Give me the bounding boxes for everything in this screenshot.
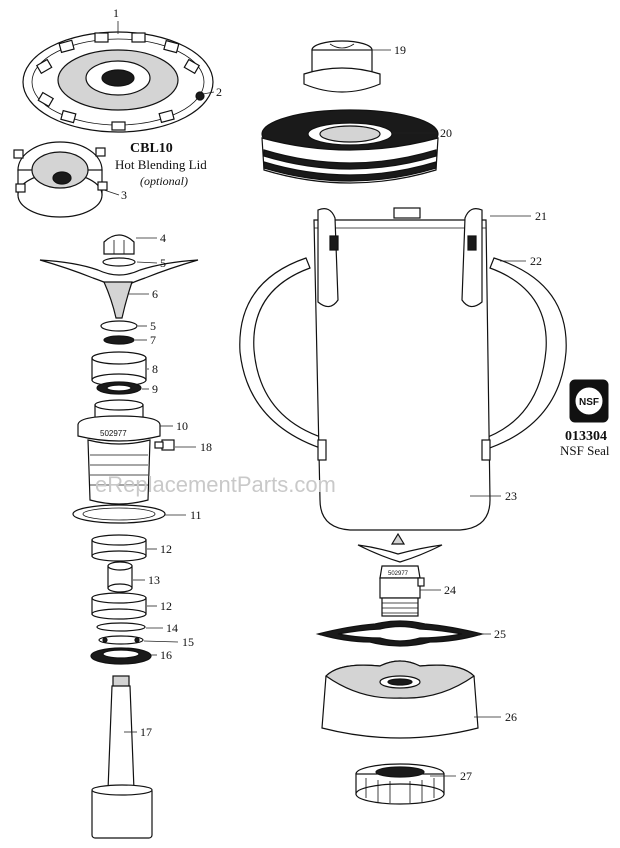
callout-7[interactable]: 7	[150, 333, 156, 347]
part-drive-socket[interactable]	[355, 763, 445, 805]
part-hot-blending-ring[interactable]	[13, 141, 108, 218]
part-number-stamp: 502977	[100, 429, 127, 438]
part-washer-upper[interactable]	[102, 257, 136, 267]
callout-leader	[143, 640, 179, 643]
callout-6[interactable]: 6	[152, 287, 158, 301]
callout-27[interactable]: 27	[460, 769, 472, 783]
part-container[interactable]	[239, 207, 567, 531]
callout-23[interactable]: 23	[505, 489, 517, 503]
callout-13[interactable]: 13	[148, 573, 160, 587]
part-o-ring-upper[interactable]	[103, 335, 135, 345]
callout-15[interactable]: 15	[182, 635, 194, 649]
part-flat-gasket[interactable]	[72, 504, 166, 524]
callout-14[interactable]: 14	[166, 621, 178, 635]
callout-2[interactable]: 2	[216, 85, 222, 99]
callout-16[interactable]: 16	[160, 648, 172, 662]
part-washer-lower[interactable]	[100, 320, 138, 332]
part-blade[interactable]	[39, 259, 199, 319]
callout-18[interactable]: 18	[200, 440, 212, 454]
part-lid-plug[interactable]	[303, 40, 381, 93]
part-container-lid[interactable]	[261, 109, 439, 184]
callout-5[interactable]: 5	[160, 256, 166, 270]
callout-21[interactable]: 21	[535, 209, 547, 223]
callout-leader	[136, 261, 158, 264]
part-bearing-upper[interactable]	[91, 534, 147, 562]
callout-26[interactable]: 26	[505, 710, 517, 724]
callout-4[interactable]: 4	[160, 231, 166, 245]
part-spacer[interactable]	[107, 561, 133, 593]
callout-layer: 1234565789101811121312141516171920212223…	[103, 6, 547, 783]
callout-17[interactable]: 17	[140, 725, 152, 739]
callout-10[interactable]: 10	[176, 419, 188, 433]
callout-25[interactable]: 25	[494, 627, 506, 641]
nsf-badge: NSF	[569, 379, 609, 423]
callout-24[interactable]: 24	[444, 583, 456, 597]
part-centering-pad[interactable]	[315, 620, 485, 647]
callout-19[interactable]: 19	[394, 43, 406, 57]
lid-name: Hot Blending Lid	[115, 157, 207, 172]
part-lid[interactable]	[22, 31, 214, 133]
part-bearing-lower[interactable]	[91, 592, 147, 620]
callout-leader	[103, 189, 120, 196]
callout-3[interactable]: 3	[121, 188, 127, 202]
callout-20[interactable]: 20	[440, 126, 452, 140]
part-drive-shaft[interactable]	[91, 675, 153, 839]
part-retainer-nut[interactable]: 502977	[77, 399, 161, 505]
watermark: eReplacementParts.com	[95, 472, 336, 497]
nsf-code: 013304	[565, 429, 607, 444]
callout-12[interactable]: 12	[160, 599, 172, 613]
callout-1[interactable]: 1	[113, 6, 119, 20]
part-screw[interactable]	[154, 439, 175, 451]
part-spring-ring[interactable]	[98, 635, 144, 645]
lid-note: (optional)	[140, 174, 188, 188]
part-snap-ring[interactable]	[96, 622, 146, 632]
callout-12[interactable]: 12	[160, 542, 172, 556]
nsf-badge-text: NSF	[579, 397, 599, 408]
callout-leader	[202, 91, 215, 95]
callout-11[interactable]: 11	[190, 508, 202, 522]
part-container-base[interactable]	[321, 660, 479, 739]
part-bushing-upper[interactable]	[91, 351, 147, 387]
callout-22[interactable]: 22	[530, 254, 542, 268]
nsf-label: NSF Seal	[560, 443, 610, 458]
part-blade-assembly[interactable]: 502977	[357, 532, 443, 617]
callout-5[interactable]: 5	[150, 319, 156, 333]
part-seal-ring[interactable]	[96, 381, 142, 395]
small-part-number-stamp: 502977	[388, 571, 409, 577]
callout-9[interactable]: 9	[152, 382, 158, 396]
lid-model: CBL10	[130, 141, 173, 156]
callout-8[interactable]: 8	[152, 362, 158, 376]
part-nut[interactable]	[103, 234, 135, 255]
part-lower-seal[interactable]	[90, 647, 152, 665]
